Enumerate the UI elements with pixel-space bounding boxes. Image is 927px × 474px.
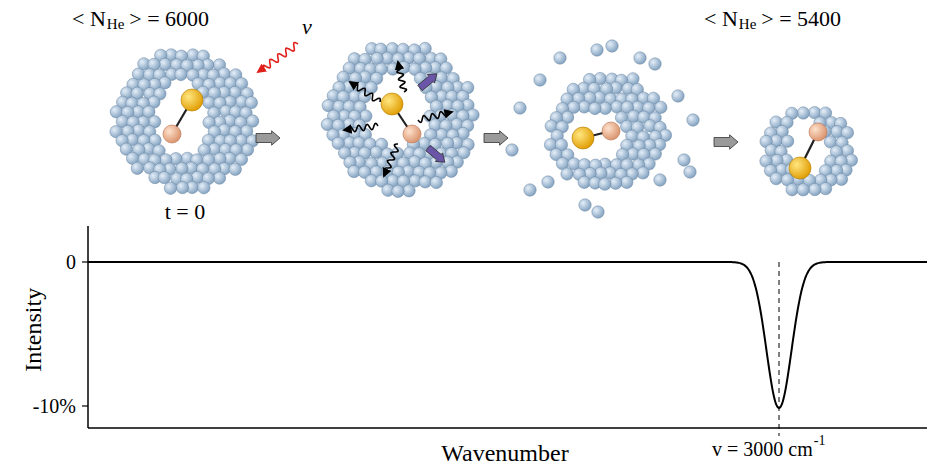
helium-atom: [175, 68, 187, 80]
y-tick: [82, 405, 88, 406]
light-atom: [809, 123, 827, 141]
force-arrow: [424, 144, 448, 167]
heavy-atom: [381, 93, 403, 115]
process-arrow: [256, 131, 280, 145]
helium-atom: [213, 172, 225, 184]
process-arrow: [714, 135, 738, 149]
helium-atom: [430, 176, 442, 188]
annotation-label: v: [302, 14, 312, 39]
heavy-atom: [572, 127, 594, 149]
heavy-atom: [789, 157, 811, 179]
force-arrow: [416, 70, 440, 93]
molecule: [789, 123, 827, 179]
y-axis: [87, 226, 89, 428]
energy-flow-arrow: [418, 112, 452, 123]
molecule: [381, 93, 421, 143]
annotation-label: < N: [72, 6, 106, 31]
helium-atom: [678, 154, 690, 166]
annotation-label: He: [739, 16, 757, 33]
helium-atom: [609, 177, 621, 189]
helium-atom: [534, 74, 546, 86]
helium-atom: [176, 181, 188, 193]
helium-atom: [370, 146, 382, 158]
helium-atom: [578, 176, 590, 188]
process-arrow: [484, 131, 508, 145]
helium-atom: [649, 58, 661, 70]
helium-droplet: [544, 72, 671, 190]
annotation-label: -10%: [33, 395, 76, 418]
helium-atom: [809, 183, 821, 195]
annotation-label: v = 3000 cm: [712, 438, 813, 461]
annotation-label: > = 5400: [761, 6, 841, 31]
annotation-label: 0: [66, 251, 76, 274]
helium-atom: [786, 183, 798, 195]
helium-atom: [634, 52, 646, 64]
light-atom: [403, 125, 421, 143]
helium-atom: [506, 144, 518, 156]
helium-atom: [621, 176, 633, 188]
helium-atom: [561, 168, 573, 180]
heavy-atom: [181, 89, 203, 111]
helium-atom: [554, 52, 566, 64]
helium-atom: [654, 174, 666, 186]
helium-atom: [198, 182, 210, 194]
helium-atom: [229, 163, 241, 175]
evaporated-atoms: [506, 40, 699, 218]
helium-atom: [591, 44, 603, 56]
chart-axes: [82, 226, 927, 436]
y-tick: [82, 261, 88, 262]
helium-atom: [419, 176, 431, 188]
annotation-label: He: [107, 16, 125, 33]
helium-atom: [797, 107, 809, 119]
axis-title: Wavenumber: [441, 440, 568, 468]
helium-atom: [524, 184, 536, 196]
energy-flow-arrow: [384, 144, 398, 176]
annotation-label: t = 0: [165, 199, 206, 224]
helium-atom: [684, 166, 696, 178]
helium-atom: [672, 90, 684, 102]
helium-atom: [542, 176, 554, 188]
energy-flow-arrow: [344, 123, 378, 131]
helium-atom: [514, 102, 526, 114]
annotation-label: > = 6000: [129, 6, 209, 31]
helium-atom: [687, 114, 699, 126]
helium-droplet: [760, 106, 858, 195]
photon-arrow: [258, 43, 298, 72]
annotation-label: -1: [814, 433, 826, 449]
helium-atom: [797, 184, 809, 196]
helium-atom: [637, 167, 649, 179]
molecule: [572, 122, 620, 149]
helium-atom: [599, 178, 611, 190]
helium-atom: [158, 171, 170, 183]
spectrum-curve: [88, 262, 927, 408]
energy-flow-arrow: [350, 82, 380, 102]
light-atom: [163, 125, 181, 143]
helium-droplet: [321, 42, 479, 197]
helium-atom: [398, 61, 410, 73]
helium-atom: [592, 206, 604, 218]
helium-atom: [589, 102, 601, 114]
light-atom: [602, 122, 620, 140]
helium-atom: [770, 172, 782, 184]
helium-atom: [606, 40, 618, 52]
annotation-label: < N: [704, 6, 738, 31]
helium-atom: [579, 199, 591, 211]
helium-atom: [387, 63, 399, 75]
helium-atom: [131, 162, 143, 174]
x-axis: [88, 427, 927, 429]
helium-atom: [392, 185, 404, 197]
energy-flow-arrow: [397, 62, 406, 92]
peak-marker: [779, 262, 780, 436]
axis-title: Intensity: [20, 288, 48, 372]
molecule: [163, 89, 203, 143]
helium-atom: [403, 185, 415, 197]
helium-droplet: [110, 49, 259, 195]
helium-atom: [164, 182, 176, 194]
